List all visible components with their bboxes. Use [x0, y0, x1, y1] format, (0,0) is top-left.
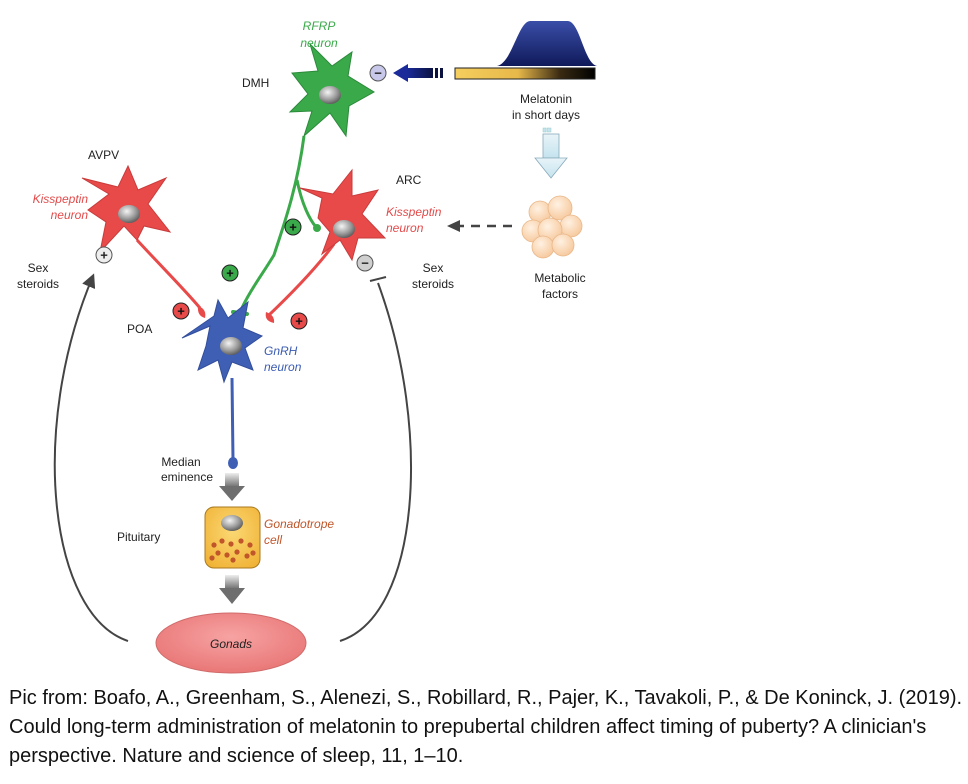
- arc-kiss-axon: [266, 243, 336, 318]
- kiss-left-label-2: neuron: [51, 208, 89, 222]
- arc-label: ARC: [396, 173, 422, 187]
- sign-plus-green-arc: +: [284, 218, 302, 236]
- sex-right-label: Sex: [423, 261, 444, 275]
- metabolic-label: Metabolic: [534, 271, 585, 285]
- svg-text:−: −: [361, 256, 369, 271]
- sex-left-label: Sex: [28, 261, 49, 275]
- dmh-label: DMH: [242, 76, 269, 90]
- gnrh-nucleus: [220, 337, 242, 355]
- avpv-kiss-nucleus: [118, 205, 140, 223]
- gnrh-axon: [230, 377, 235, 461]
- rfrp-axon-arc: [295, 179, 318, 228]
- arc-kiss-nucleus: [333, 220, 355, 238]
- svg-text:+: +: [295, 314, 303, 329]
- gnrh-label-2: neuron: [264, 360, 302, 374]
- rfrp-axon-gnrh: [238, 135, 306, 313]
- rfrp-label: RFRP: [303, 19, 336, 33]
- melatonin-label: Melatonin: [520, 92, 572, 106]
- melatonin-label-2: in short days: [512, 108, 580, 122]
- gonadotrope-label-2: cell: [264, 533, 282, 547]
- gonadotrope-granules: [209, 538, 256, 563]
- gnrh-terminal: [228, 457, 238, 469]
- metabolic-factors-cluster: [521, 195, 583, 259]
- kiss-right-label-2: neuron: [386, 221, 424, 235]
- sign-plus-green-top: +: [221, 264, 239, 282]
- metabolic-dashed-arrow: [447, 220, 512, 232]
- poa-label: POA: [127, 322, 152, 336]
- feedback-inhibit-bar: [369, 276, 387, 282]
- svg-text:+: +: [100, 248, 108, 263]
- svg-text:+: +: [177, 304, 185, 319]
- median-label-2: eminence: [161, 470, 213, 484]
- rfrp-nucleus: [319, 86, 341, 104]
- hpg-axis-diagram: − + + + − + +: [17, 19, 597, 674]
- kiss-left-label: Kisspeptin: [33, 192, 89, 206]
- rfrp-terminal-arc: [313, 224, 321, 232]
- sex-left-label-2: steroids: [17, 277, 59, 291]
- arc-kiss-neuron: [299, 168, 387, 262]
- citation-caption: Pic from: Boafo, A., Greenham, S., Alene…: [9, 687, 963, 767]
- gonadotrope-label: Gonadotrope: [264, 517, 334, 531]
- arrow-pituitary-to-gonads: [219, 575, 245, 604]
- sign-plus-red-right: +: [290, 312, 308, 330]
- svg-text:−: −: [374, 66, 382, 81]
- gnrh-label: GnRH: [264, 344, 298, 358]
- gonads-label: Gonads: [210, 637, 252, 651]
- melatonin-down-arrow: [534, 127, 568, 179]
- pituitary-label: Pituitary: [117, 530, 160, 544]
- feedback-curve-right: [339, 282, 412, 642]
- rfrp-label-2: neuron: [300, 36, 338, 50]
- melatonin-curve: [497, 21, 597, 66]
- arrow-median-to-pituitary: [219, 473, 245, 501]
- sex-right-label-2: steroids: [412, 277, 454, 291]
- avpv-label: AVPV: [88, 148, 119, 162]
- sign-plus-avpv: +: [95, 246, 113, 264]
- sign-minus-arc: −: [356, 254, 374, 272]
- melatonin-bar: [454, 67, 596, 80]
- sign-plus-red-left: +: [172, 302, 190, 320]
- sign-minus-rfrp: −: [369, 64, 387, 82]
- melatonin-arrow: [393, 64, 443, 82]
- feedback-curve-left: [53, 273, 129, 642]
- kiss-right-label: Kisspeptin: [386, 205, 442, 219]
- gonadotrope-nucleus: [221, 515, 243, 531]
- svg-text:+: +: [226, 266, 234, 281]
- avpv-kiss-terminal: [197, 306, 206, 318]
- avpv-kiss-axon: [135, 238, 202, 309]
- metabolic-label-2: factors: [542, 287, 578, 301]
- gonads: [155, 612, 307, 674]
- arc-kiss-terminal: [265, 312, 275, 323]
- svg-text:+: +: [289, 220, 297, 235]
- median-label: Median: [161, 455, 200, 469]
